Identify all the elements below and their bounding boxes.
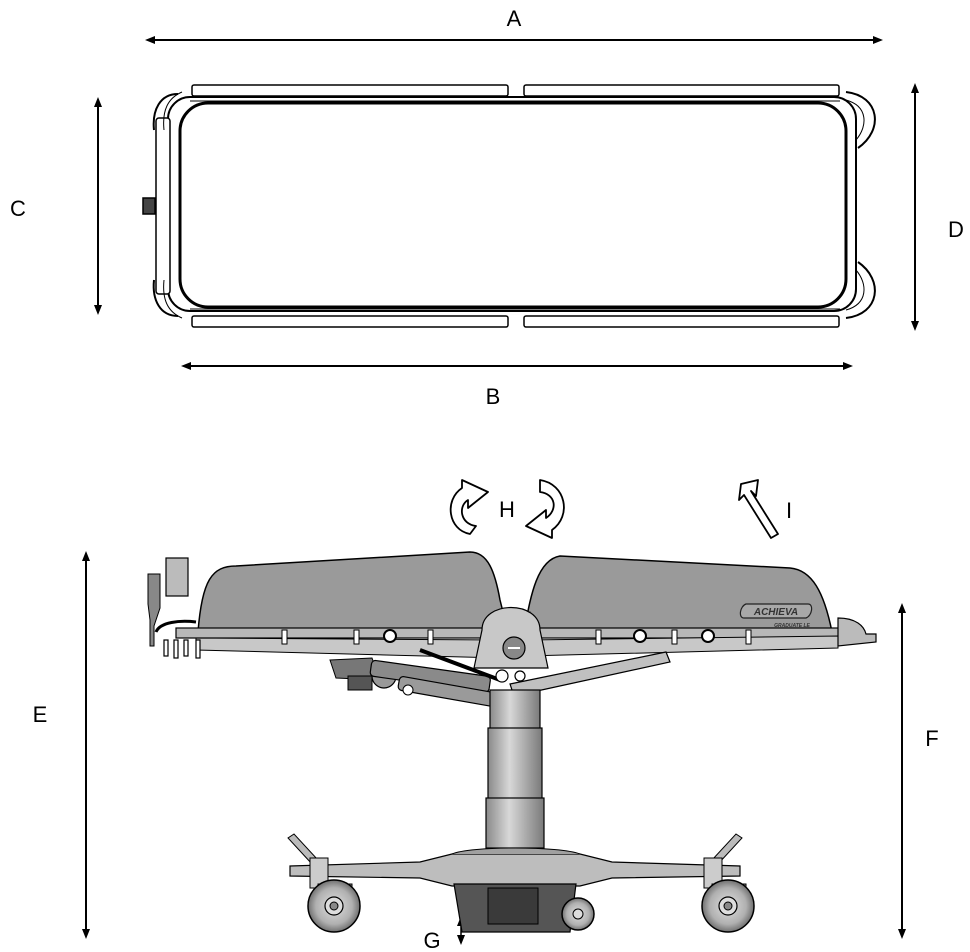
rotation-h: H xyxy=(449,479,565,539)
stretcher-side xyxy=(147,551,877,933)
caster-wheel-left xyxy=(307,879,361,933)
dimension-d: D xyxy=(911,83,964,331)
top-view: A B C D xyxy=(10,6,964,409)
tilt-arrow-icon xyxy=(738,479,779,539)
caster-wheel-right xyxy=(701,879,755,933)
logo-text: ACHIEVA xyxy=(753,607,798,618)
dimension-a-label: A xyxy=(507,6,522,31)
tilt-i: I xyxy=(738,479,792,539)
achieva-logo: ACHIEVA GRADUATE LE xyxy=(739,603,813,629)
dimension-g-label: G xyxy=(423,928,440,952)
rotate-cw-icon xyxy=(525,479,565,539)
dimension-c: C xyxy=(10,97,102,315)
rotate-ccw-icon xyxy=(449,479,489,535)
dimension-e-label: E xyxy=(33,702,48,727)
dimension-f: F xyxy=(898,603,939,939)
dimension-g: G xyxy=(423,916,465,952)
logo-subtext: GRADUATE LE xyxy=(774,623,810,629)
tilt-i-label: I xyxy=(786,498,792,523)
dimension-b: B xyxy=(181,362,853,409)
rotation-h-label: H xyxy=(499,497,515,522)
dimension-b-label: B xyxy=(486,384,501,409)
side-view: E F G H I xyxy=(33,479,939,952)
dimension-f-label: F xyxy=(925,726,938,751)
dimension-d-label: D xyxy=(948,217,964,242)
center-wheel xyxy=(561,897,595,931)
dimension-c-label: C xyxy=(10,196,26,221)
dimension-e: E xyxy=(33,551,90,939)
stretcher-top-outline xyxy=(142,84,876,328)
dimension-a: A xyxy=(145,6,883,44)
